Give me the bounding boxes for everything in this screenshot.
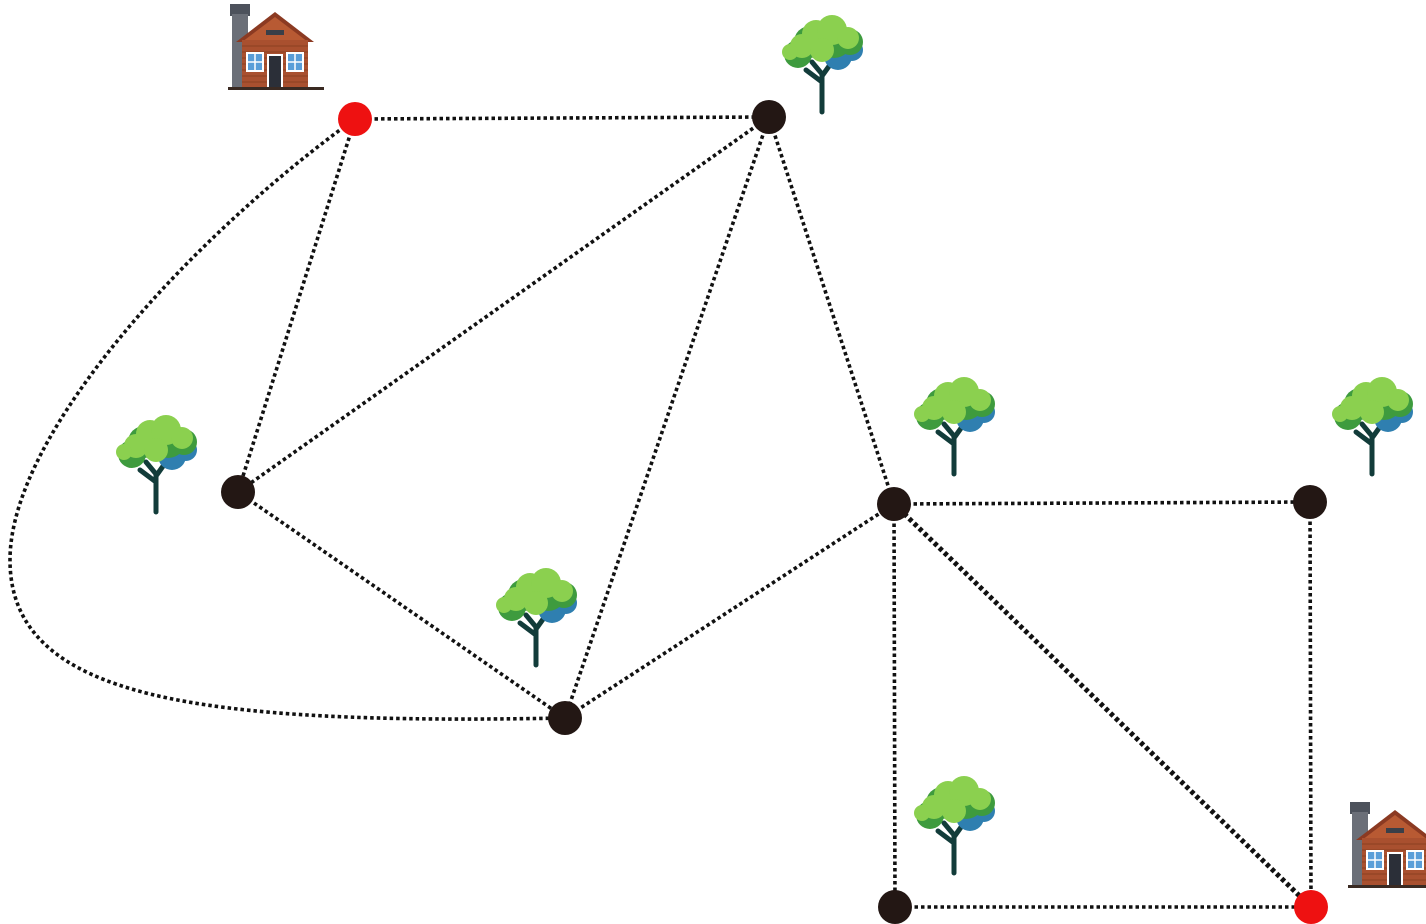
edge-B-D [563,116,771,719]
tree-icon [782,15,863,115]
tree-icon [1332,377,1413,477]
edge-E-F [893,500,1311,506]
house-icon [1348,802,1426,888]
edge-A-D [8,117,566,721]
tree-icon [914,776,995,876]
edge-A-B [354,115,770,121]
icons-layer [116,4,1426,888]
edge-E-G [892,503,897,908]
junction-node-E [877,487,911,521]
tree-icon [914,377,995,477]
junction-node-F [1293,485,1327,519]
edge-B-C [236,115,771,494]
endpoint-node-A [338,102,372,136]
edge-E-H [892,502,1313,909]
tree-icon [116,415,197,515]
house-icon [228,4,324,90]
edge-A-C [236,118,357,493]
edge-D-E [564,502,895,720]
edges-layer [8,115,1313,909]
edge-B-E [767,116,896,505]
junction-node-D [548,701,582,735]
tree-icon [496,568,577,668]
edge-F-H [1308,501,1313,908]
nodes-layer [221,100,1328,924]
junction-node-G [878,890,912,924]
edge-C-D [236,490,567,720]
junction-node-B [752,100,786,134]
endpoint-node-H [1294,890,1328,924]
junction-node-C [221,475,255,509]
